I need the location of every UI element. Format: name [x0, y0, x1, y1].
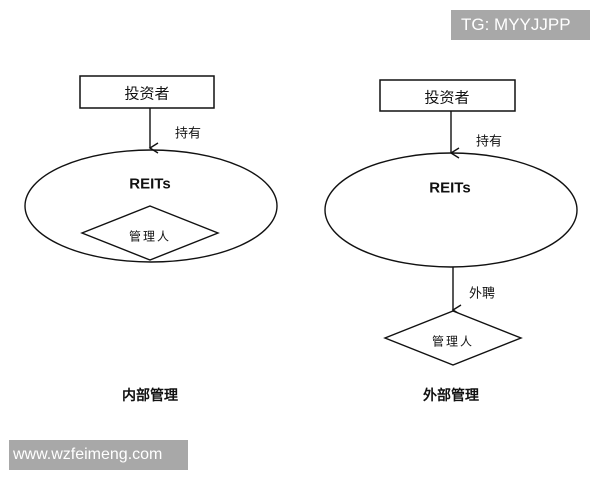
left-caption: 内部管理 — [122, 388, 178, 404]
left-manager-diamond — [80, 205, 220, 261]
right-hire-label: 外聘 — [468, 286, 496, 302]
left-manager-label: 管理人 — [128, 229, 172, 244]
right-reits-ellipse — [324, 152, 578, 268]
left-hold-label: 持有 — [174, 126, 202, 142]
left-investor-box — [79, 75, 215, 109]
left-reits-label: REITs — [129, 175, 171, 193]
right-investor-box — [379, 79, 516, 112]
right-caption: 外部管理 — [423, 388, 479, 404]
watermark-bottom-left: www.wzfeimeng.com — [9, 440, 188, 470]
right-reits-label: REITs — [429, 179, 471, 197]
right-manager-diamond — [383, 310, 523, 366]
right-hold-label: 持有 — [475, 134, 503, 150]
left-reits-ellipse — [24, 149, 278, 263]
left-investor-label: 投资者 — [124, 84, 170, 103]
watermark-top-right: TG: MYYJJPP — [451, 10, 590, 40]
right-manager-label: 管理人 — [431, 334, 475, 349]
right-investor-label: 投资者 — [424, 88, 470, 107]
